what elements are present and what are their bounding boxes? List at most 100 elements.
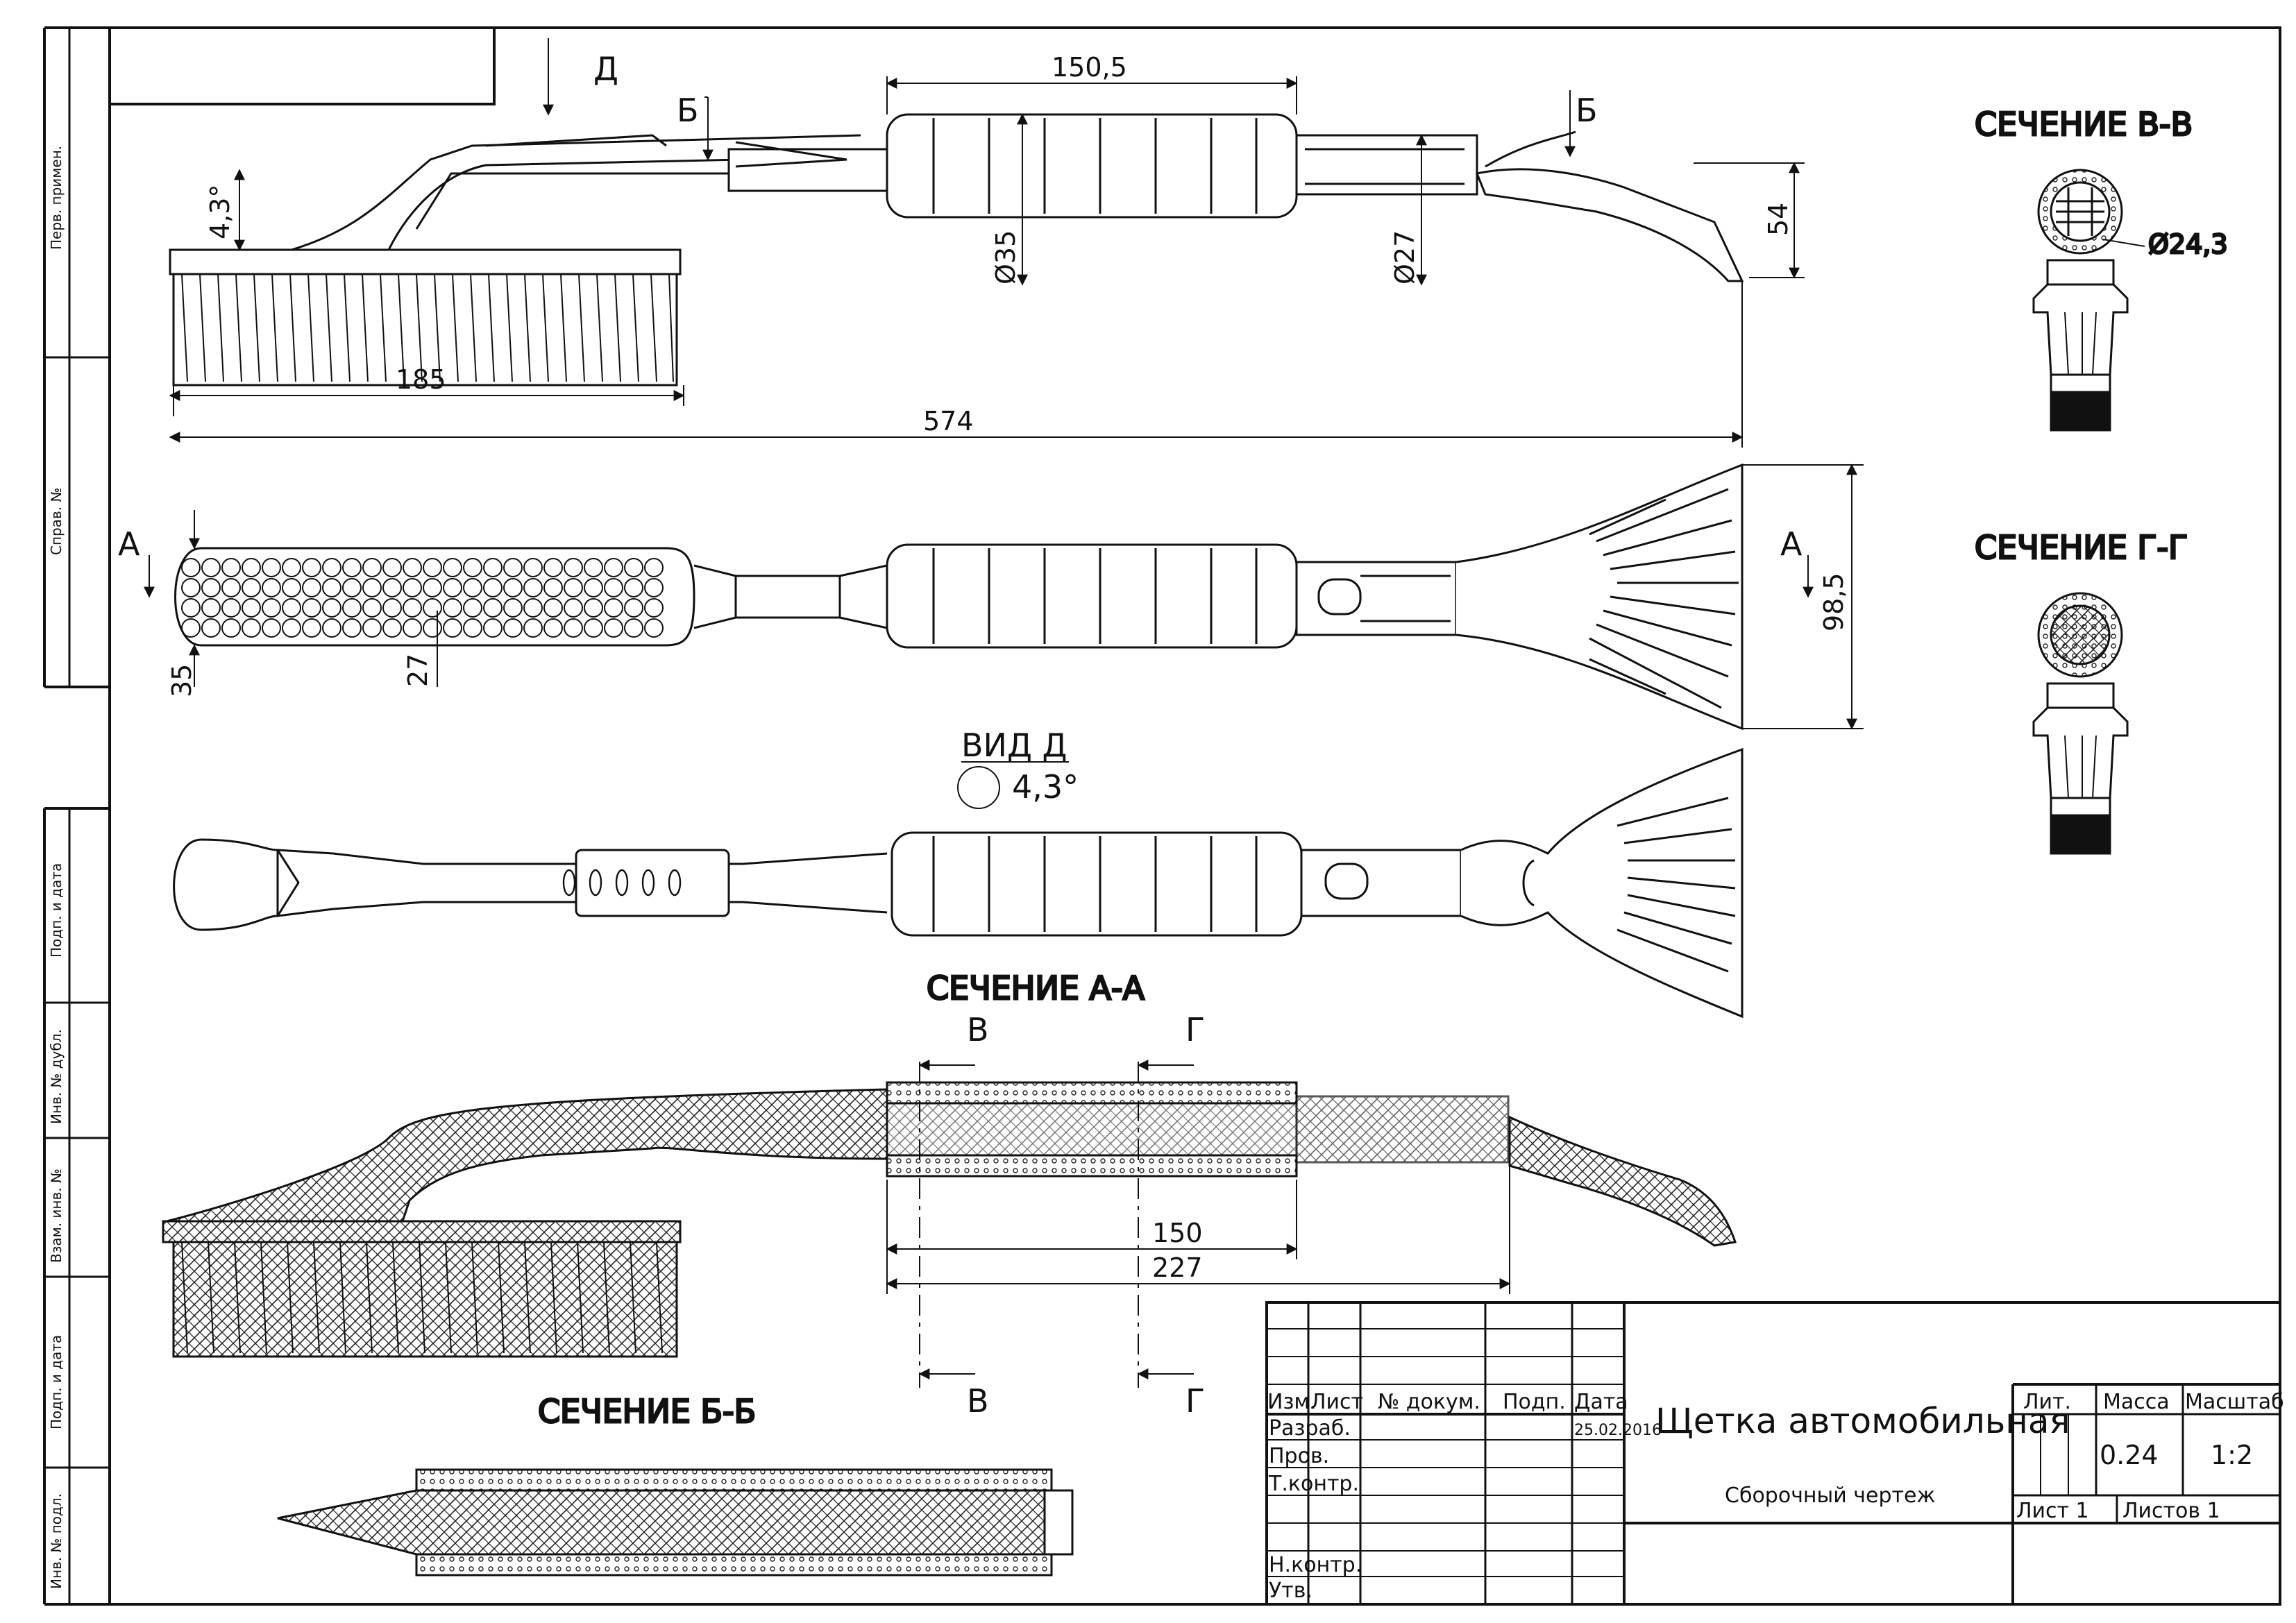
col-list: Лист (1310, 1390, 1363, 1414)
bristle-dot (362, 618, 382, 638)
dim-tube-width: 27 (403, 654, 433, 687)
bristle-dot (624, 578, 643, 597)
bristle-dot (483, 598, 503, 618)
side-label-podp2: Подп. и дата (48, 1335, 65, 1429)
massa-label: Масса (2103, 1390, 2170, 1414)
col-date: Дата (1574, 1390, 1628, 1414)
sheets-label: Листов 1 (2122, 1499, 2220, 1523)
bristle-dot (443, 598, 462, 618)
grip-view-d (890, 831, 1303, 937)
bristle-dot (262, 618, 281, 638)
view-d-title: ВИД Д (961, 726, 1067, 764)
bristle-dot (523, 618, 543, 638)
bristle-dot (463, 618, 482, 638)
bristle-dot (302, 618, 321, 638)
cut-label-g-top: Г (1185, 1011, 1205, 1048)
bristle-dot (443, 558, 462, 577)
bristle-dot (221, 618, 241, 638)
bristle-dot (201, 598, 221, 618)
section-aa-dimensions (886, 1060, 1511, 1388)
bristle-dot (644, 578, 664, 597)
dim-scraper-width: 98,5 (1818, 572, 1849, 631)
arrow-label-b-left: Б (677, 92, 699, 129)
bristle-dot (644, 558, 664, 577)
bristle-dot (584, 578, 603, 597)
side-label-sprav: Справ. № (48, 488, 65, 555)
bristle-dot (181, 578, 201, 597)
bristle-dot (382, 558, 402, 577)
brush-bristles (181, 273, 674, 382)
bristle-dot (463, 558, 482, 577)
side-view-labels: Д Б Б 150,5 4,3° Ø35 Ø27 54 185 574 (205, 50, 1793, 436)
dim-total-length: 574 (923, 406, 974, 436)
bristle-dot (221, 558, 241, 577)
bristle-dot (463, 578, 482, 597)
bristle-dot (181, 598, 201, 618)
dim-brush-length: 185 (396, 364, 446, 395)
dim-grip-length: 150,5 (1052, 52, 1127, 83)
bristle-dot (342, 578, 362, 597)
bristle-dot (362, 578, 382, 597)
bristle-dot (503, 558, 523, 577)
dim-scraper-height: 54 (1763, 203, 1793, 236)
side-label-inv-podl: Инв. № подл. (48, 1493, 65, 1589)
bristle-dot (322, 598, 341, 618)
dim-angle: 4,3° (205, 185, 235, 239)
bristle-dot (523, 558, 543, 577)
scale-value: 1:2 (2211, 1440, 2253, 1470)
bristle-dot (604, 618, 623, 638)
section-aa-labels: В Г В Г 150 227 (967, 1011, 1205, 1420)
title-block-text: Изм. Лист № докум. Подп. Дата 25.02.2016… (1267, 1390, 2284, 1603)
mass-value: 0.24 (2100, 1440, 2159, 1470)
bristle-dot (342, 558, 362, 577)
bristle-dot (483, 618, 503, 638)
bristle-dot (403, 618, 422, 638)
cut-label-v-bottom: В (967, 1382, 989, 1420)
arrow-label-a-right: А (1780, 525, 1803, 563)
side-label-inv-dubl: Инв. № дубл. (48, 1029, 65, 1124)
section-vv-title: СЕЧЕНИЕ В-В (1975, 105, 2193, 143)
bristle-dot (503, 578, 523, 597)
row-prov: Пров. (1269, 1444, 1329, 1468)
bristle-dot (423, 598, 442, 618)
bristle-dot (242, 618, 261, 638)
bristle-dot (624, 598, 643, 618)
bristle-dot (262, 578, 281, 597)
bristle-dot (584, 618, 603, 638)
side-label-vzam: Взам. инв. № (48, 1169, 65, 1263)
view-d-rivets (562, 869, 682, 897)
bristle-dot (423, 618, 442, 638)
bristle-dot (302, 578, 321, 597)
masshtab-label: Масштаб (2185, 1390, 2284, 1414)
bristle-dot (604, 578, 623, 597)
arrow-label-a-left: А (118, 525, 140, 563)
arrow-label-d: Д (593, 50, 618, 87)
bristle-dot (322, 618, 341, 638)
bristle-dot (221, 578, 241, 597)
section-gg: СЕЧЕНИЕ Г-Г (1974, 528, 2189, 855)
bristle-dot (403, 558, 422, 577)
bristle-dot (282, 598, 301, 618)
bristle-dot (604, 558, 623, 577)
bristle-dot (564, 618, 583, 638)
bristle-dot (443, 618, 462, 638)
bristle-dot (242, 598, 261, 618)
side-label-perv: Перв. примен. (48, 146, 65, 250)
row-razrab: Разраб. (1269, 1416, 1351, 1441)
side-label-podp1: Подп. и дата (48, 863, 65, 958)
sheet-frame (43, 26, 2281, 1606)
view-d-angle: 4,3° (1012, 768, 1079, 806)
bristle-dot (503, 618, 523, 638)
dim-vv-dia: Ø24,3 (2148, 229, 2228, 260)
row-nkontr: Н.контр. (1269, 1553, 1362, 1577)
grip-side (886, 113, 1298, 219)
cut-label-g-bottom: Г (1185, 1382, 1205, 1420)
bristle-dots (181, 558, 664, 638)
bristle-dot (322, 578, 341, 597)
bristle-dot (242, 578, 261, 597)
bristle-dot (584, 558, 603, 577)
dim-aa-tube: 227 (1152, 1252, 1203, 1283)
row-tkontr: Т.контр. (1268, 1472, 1359, 1496)
bristle-dot (624, 618, 643, 638)
bristle-dot (382, 598, 402, 618)
